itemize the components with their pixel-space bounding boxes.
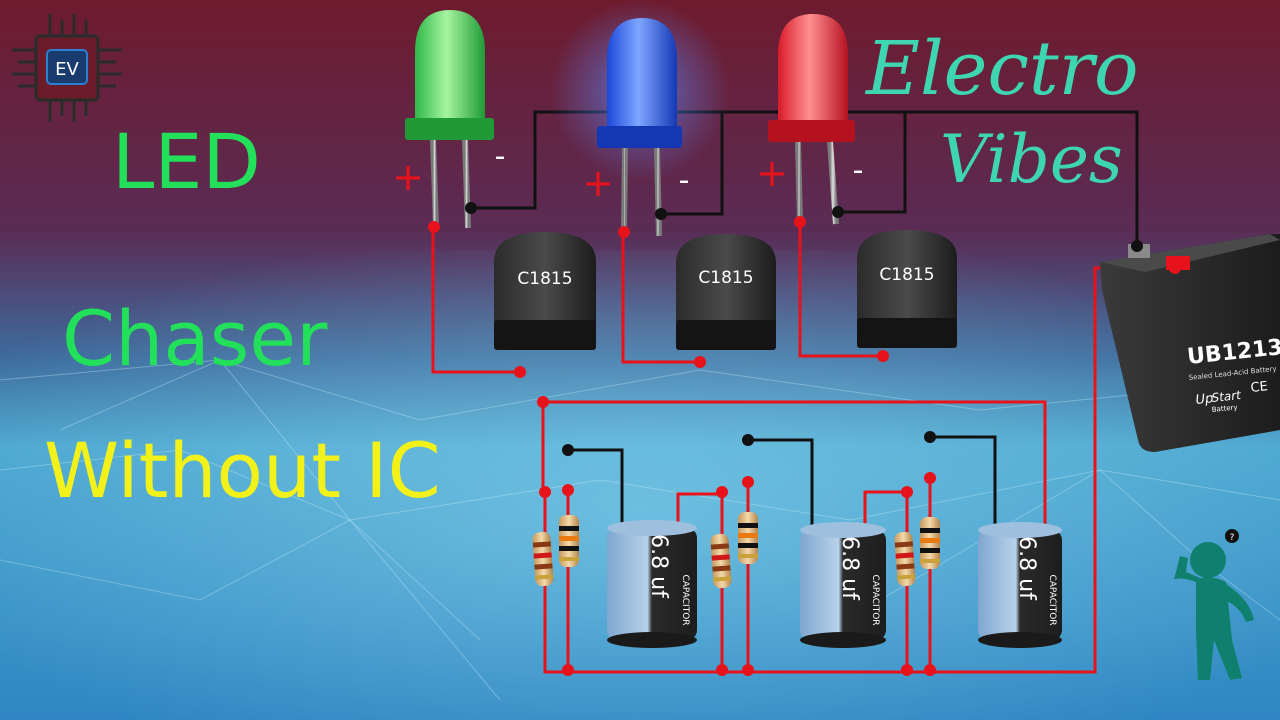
thinker-question-mark: ? xyxy=(1230,533,1235,543)
capacitor-2-label: CAPACITOR xyxy=(870,574,880,625)
battery-brand-small: Battery xyxy=(1211,403,1238,414)
led-blue-minus: - xyxy=(679,163,690,198)
resistor-4 xyxy=(738,495,758,600)
title-led: LED xyxy=(112,117,261,206)
led-green-minus: - xyxy=(495,139,506,174)
battery-marks: CE xyxy=(1250,379,1269,396)
resistor-2 xyxy=(559,500,579,600)
title-without-ic: Without IC xyxy=(44,426,441,515)
brand-vibes: Vibes xyxy=(940,121,1123,198)
junction-dots-red xyxy=(428,216,1181,676)
network-lines xyxy=(0,359,1280,701)
black-wires xyxy=(471,110,1139,530)
capacitor-2-value: 6.8 uf xyxy=(837,536,862,601)
capacitor-1-label: CAPACITOR xyxy=(680,574,690,625)
title-chaser: Chaser xyxy=(62,294,328,383)
led-blue-plus: + xyxy=(582,161,614,205)
junction-dots-black xyxy=(465,202,1143,456)
battery: UB1213 Sealed Lead-Acid Battery Up Start… xyxy=(1100,234,1280,452)
brand-electro: Electro xyxy=(864,26,1139,112)
battery-brand-top: Up xyxy=(1195,391,1214,408)
electro-vibes-logo: EV xyxy=(12,14,122,122)
transistor-1: C1815 xyxy=(494,232,596,482)
resistor-1 xyxy=(532,504,554,650)
led-red-plus: + xyxy=(756,151,788,195)
led-blue: + - xyxy=(582,18,690,237)
capacitor-1-value: 6.8 uf xyxy=(646,534,671,599)
led-green: + - xyxy=(392,10,506,229)
transistor-3: C1815 xyxy=(857,230,957,482)
transistor-1-label: C1815 xyxy=(517,269,572,289)
resistor-3 xyxy=(710,504,732,650)
transistor-2-label: C1815 xyxy=(698,268,753,288)
resistor-5 xyxy=(894,504,916,650)
transistor-2: C1815 xyxy=(676,234,776,482)
logo-text: EV xyxy=(55,59,79,80)
led-red-minus: - xyxy=(853,153,864,188)
capacitor-1: 6.8 uf CAPACITOR xyxy=(607,520,697,648)
resistor-6 xyxy=(920,490,940,600)
capacitor-3-value: 6.8 uf xyxy=(1014,536,1039,601)
capacitor-2: 6.8 uf CAPACITOR xyxy=(800,522,886,648)
transistor-3-label: C1815 xyxy=(879,265,934,285)
thinking-person-icon: ? xyxy=(1174,529,1254,680)
battery-brand-bottom: Start xyxy=(1211,388,1243,405)
led-green-plus: + xyxy=(392,155,424,199)
capacitor-3-label: CAPACITOR xyxy=(1047,574,1057,625)
led-red: + - xyxy=(756,14,864,225)
capacitor-3: 6.8 uf CAPACITOR xyxy=(978,522,1062,648)
